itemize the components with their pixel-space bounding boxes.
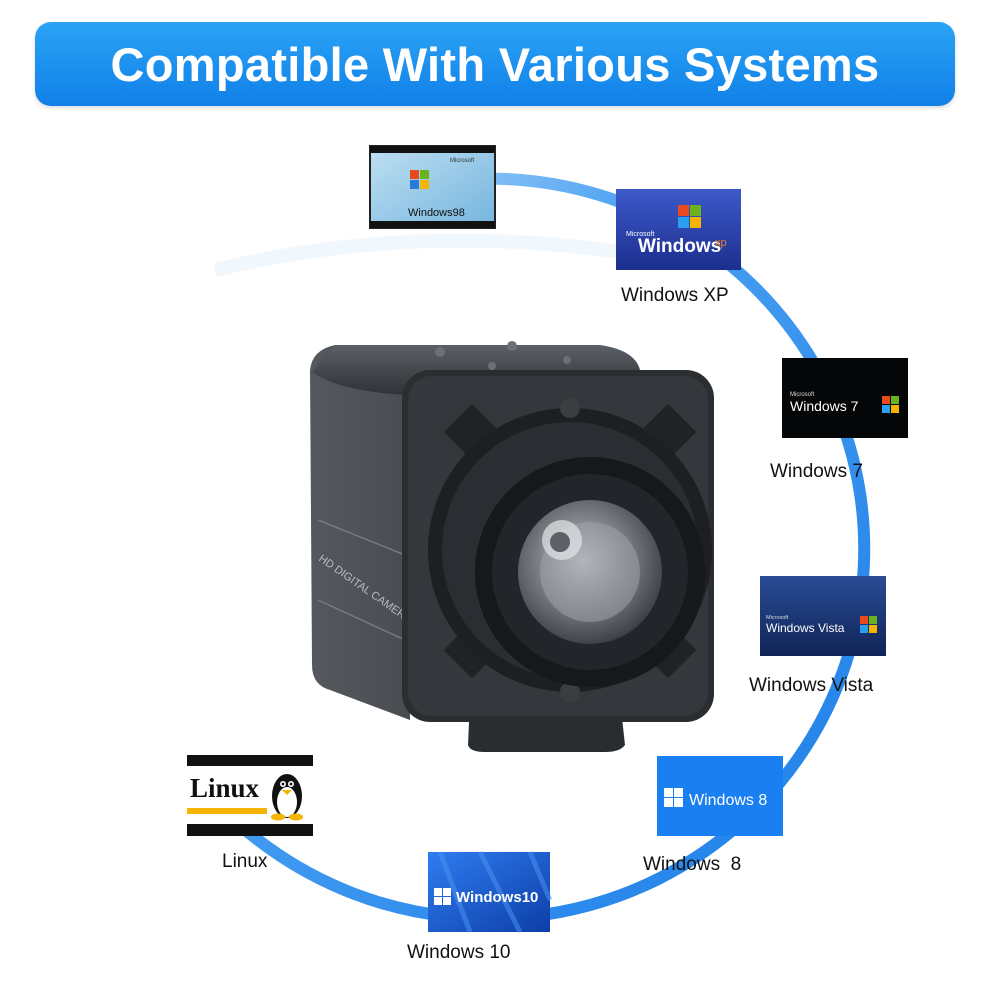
vista-brand-text: Microsoft [766,615,789,621]
windows7-logo-text: Windows 7 [790,398,859,414]
windows7-logo: Microsoft Windows 7 [782,358,908,438]
windows10-logo: Windows10 [428,850,553,934]
windows8-logo-text: Windows 8 [689,792,767,809]
vista-logo-text: Windows Vista [766,621,845,635]
windowsxp-label: Windows XP [621,285,729,306]
windowsxp-brand-text: Microsoft [626,231,654,238]
windows10-logo-text: Windows10 [456,889,538,906]
usb-camera-illustration: HD DIGITAL CAMERA [310,341,714,752]
windows-vista-logo: Microsoft Windows Vista [760,576,886,656]
linux-logo: Linux [187,755,313,836]
windows98-logo-text: Windows98 [408,207,465,219]
windows98-brand-text: Microsoft [450,158,475,164]
tux-penguin-icon [271,774,303,821]
windows7-brand-text: Microsoft [790,392,815,398]
windows7-label: Windows 7 [770,461,863,482]
windowsxp-xp-text: xp [715,237,727,249]
windowsxp-logo: Microsoft Windows xp [616,189,741,270]
windowsxp-logo-text: Windows [638,236,721,257]
linux-logo-text: Linux [190,773,260,803]
linux-label: Linux [222,851,268,872]
windows98-logo: Microsoft Windows98 [369,145,496,229]
windows8-logo: Windows 8 [657,756,783,836]
header-banner: Compatible With Various Systems [35,22,955,106]
windows10-label: Windows 10 [407,942,511,963]
ring-glow [213,233,642,277]
windows8-label: Windows 8 [643,854,742,875]
page-title: Compatible With Various Systems [110,37,880,91]
windows-vista-label: Windows Vista [749,675,874,696]
